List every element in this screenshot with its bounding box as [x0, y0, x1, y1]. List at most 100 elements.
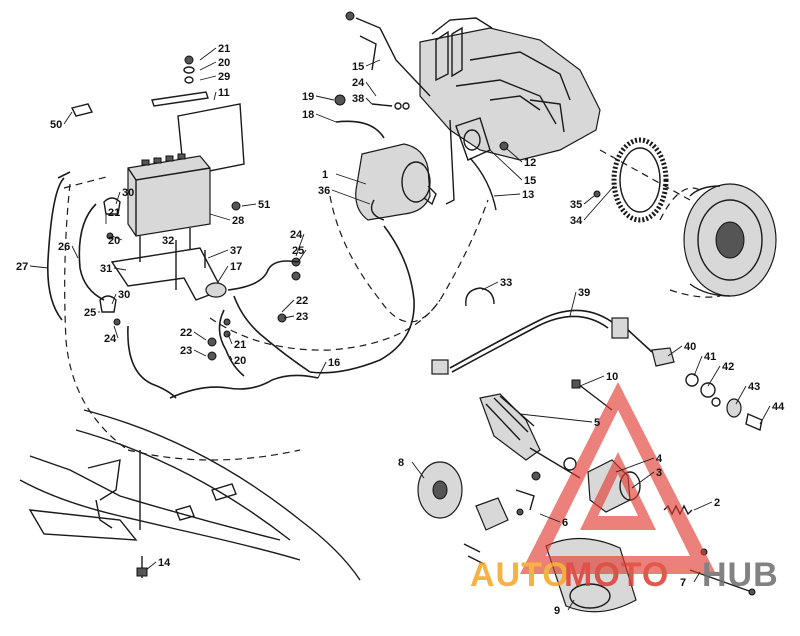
callout-6: 6 [562, 517, 568, 529]
callout-28: 28 [232, 215, 244, 227]
callout-25: 25 [84, 307, 96, 319]
callout-31: 31 [100, 263, 112, 275]
callout-leader [315, 95, 335, 101]
callout-14: 14 [158, 557, 171, 569]
callout-21: 21 [234, 339, 246, 351]
callout-leader [667, 345, 683, 357]
battery-strap [151, 91, 209, 107]
starter-body [355, 143, 431, 221]
callout-38: 38 [352, 93, 364, 105]
callout-36: 36 [318, 185, 330, 197]
callout-23: 23 [296, 311, 308, 323]
callout-7: 7 [680, 577, 686, 589]
callout-20: 20 [218, 57, 230, 69]
callout-leader [693, 501, 713, 511]
cable-18 [335, 120, 385, 139]
callout-13: 13 [522, 189, 534, 201]
watermark-triangle [520, 382, 716, 574]
nut-21 [184, 55, 194, 65]
callout-10: 10 [606, 371, 618, 383]
rod-13 [469, 157, 497, 211]
callout-20: 20 [234, 355, 246, 367]
callout-leader [693, 355, 703, 377]
battery-cables [46, 171, 319, 399]
callout-40: 40 [684, 341, 696, 353]
callout-leader [295, 233, 305, 257]
callout-42: 42 [722, 361, 734, 373]
callout-leader [331, 189, 371, 205]
callout-leader [199, 75, 217, 81]
callout-39: 39 [578, 287, 590, 299]
callout-leader [297, 249, 307, 263]
callout-22: 22 [296, 295, 308, 307]
watermark-text-moto: MOTO [564, 556, 669, 594]
callout-29: 29 [218, 71, 230, 83]
callout-4: 4 [656, 453, 663, 465]
engine-centerline [599, 149, 691, 201]
nut-51 [231, 201, 241, 211]
callout-43: 43 [748, 381, 760, 393]
starter-pinion [423, 185, 437, 206]
callout-leader [365, 81, 377, 97]
callout-25: 25 [292, 245, 304, 257]
callout-15: 15 [524, 175, 536, 187]
callout-leader [113, 267, 127, 271]
callout-leader [213, 91, 217, 101]
rod-upper [355, 17, 431, 97]
callout-20: 20 [108, 235, 120, 247]
callout-15: 15 [352, 61, 364, 73]
callout-32: 32 [162, 235, 174, 247]
starter-relay [205, 282, 227, 298]
callout-leader [281, 299, 295, 313]
callout-leader [365, 59, 381, 67]
callout-leader [71, 245, 79, 259]
brush-plate [475, 497, 509, 531]
flywheel [659, 183, 777, 298]
callout-leader [579, 375, 605, 387]
cylinder-fins [435, 26, 565, 133]
callout-37: 37 [230, 245, 242, 257]
tunnel-bracket [87, 459, 121, 501]
cable-27 [46, 177, 65, 321]
callout-18: 18 [302, 109, 314, 121]
callout-leader [569, 291, 577, 317]
callout-8: 8 [398, 457, 404, 469]
retaining-clip [465, 287, 495, 307]
callout-leader [145, 561, 157, 571]
callout-11: 11 [218, 87, 230, 99]
callout-leader [193, 331, 207, 341]
callout-23: 23 [180, 345, 192, 357]
ring-gear [611, 137, 669, 223]
wire-harness [431, 309, 653, 375]
armature [479, 393, 541, 461]
callout-16: 16 [328, 357, 340, 369]
callout-leader [735, 385, 747, 405]
callout-9: 9 [554, 605, 560, 617]
label-tag [70, 103, 94, 117]
callout-leader [207, 249, 229, 259]
callout-leader [583, 185, 615, 221]
callout-leader [115, 191, 121, 205]
callout-leader [411, 461, 425, 479]
callout-leader [63, 111, 73, 125]
callout-27: 27 [16, 261, 28, 273]
battery-box [127, 155, 211, 237]
callout-leader [199, 61, 217, 71]
chassis-tunnel [19, 409, 361, 581]
callout-leader [229, 355, 233, 361]
callout-24: 24 [104, 333, 117, 345]
callout-51: 51 [258, 199, 270, 211]
callout-leader [111, 235, 123, 241]
callout-24: 24 [352, 77, 365, 89]
harness-plug [431, 359, 449, 375]
callout-12: 12 [524, 157, 536, 169]
callout-leader [493, 193, 521, 197]
callout-leader [113, 325, 119, 339]
callout-leader [317, 361, 327, 379]
callout-30: 30 [122, 187, 134, 199]
callout-leader [335, 173, 367, 185]
harness-connector [611, 317, 629, 339]
washer-29 [184, 76, 194, 84]
cable-26 [78, 203, 105, 301]
callout-leader [29, 265, 49, 269]
